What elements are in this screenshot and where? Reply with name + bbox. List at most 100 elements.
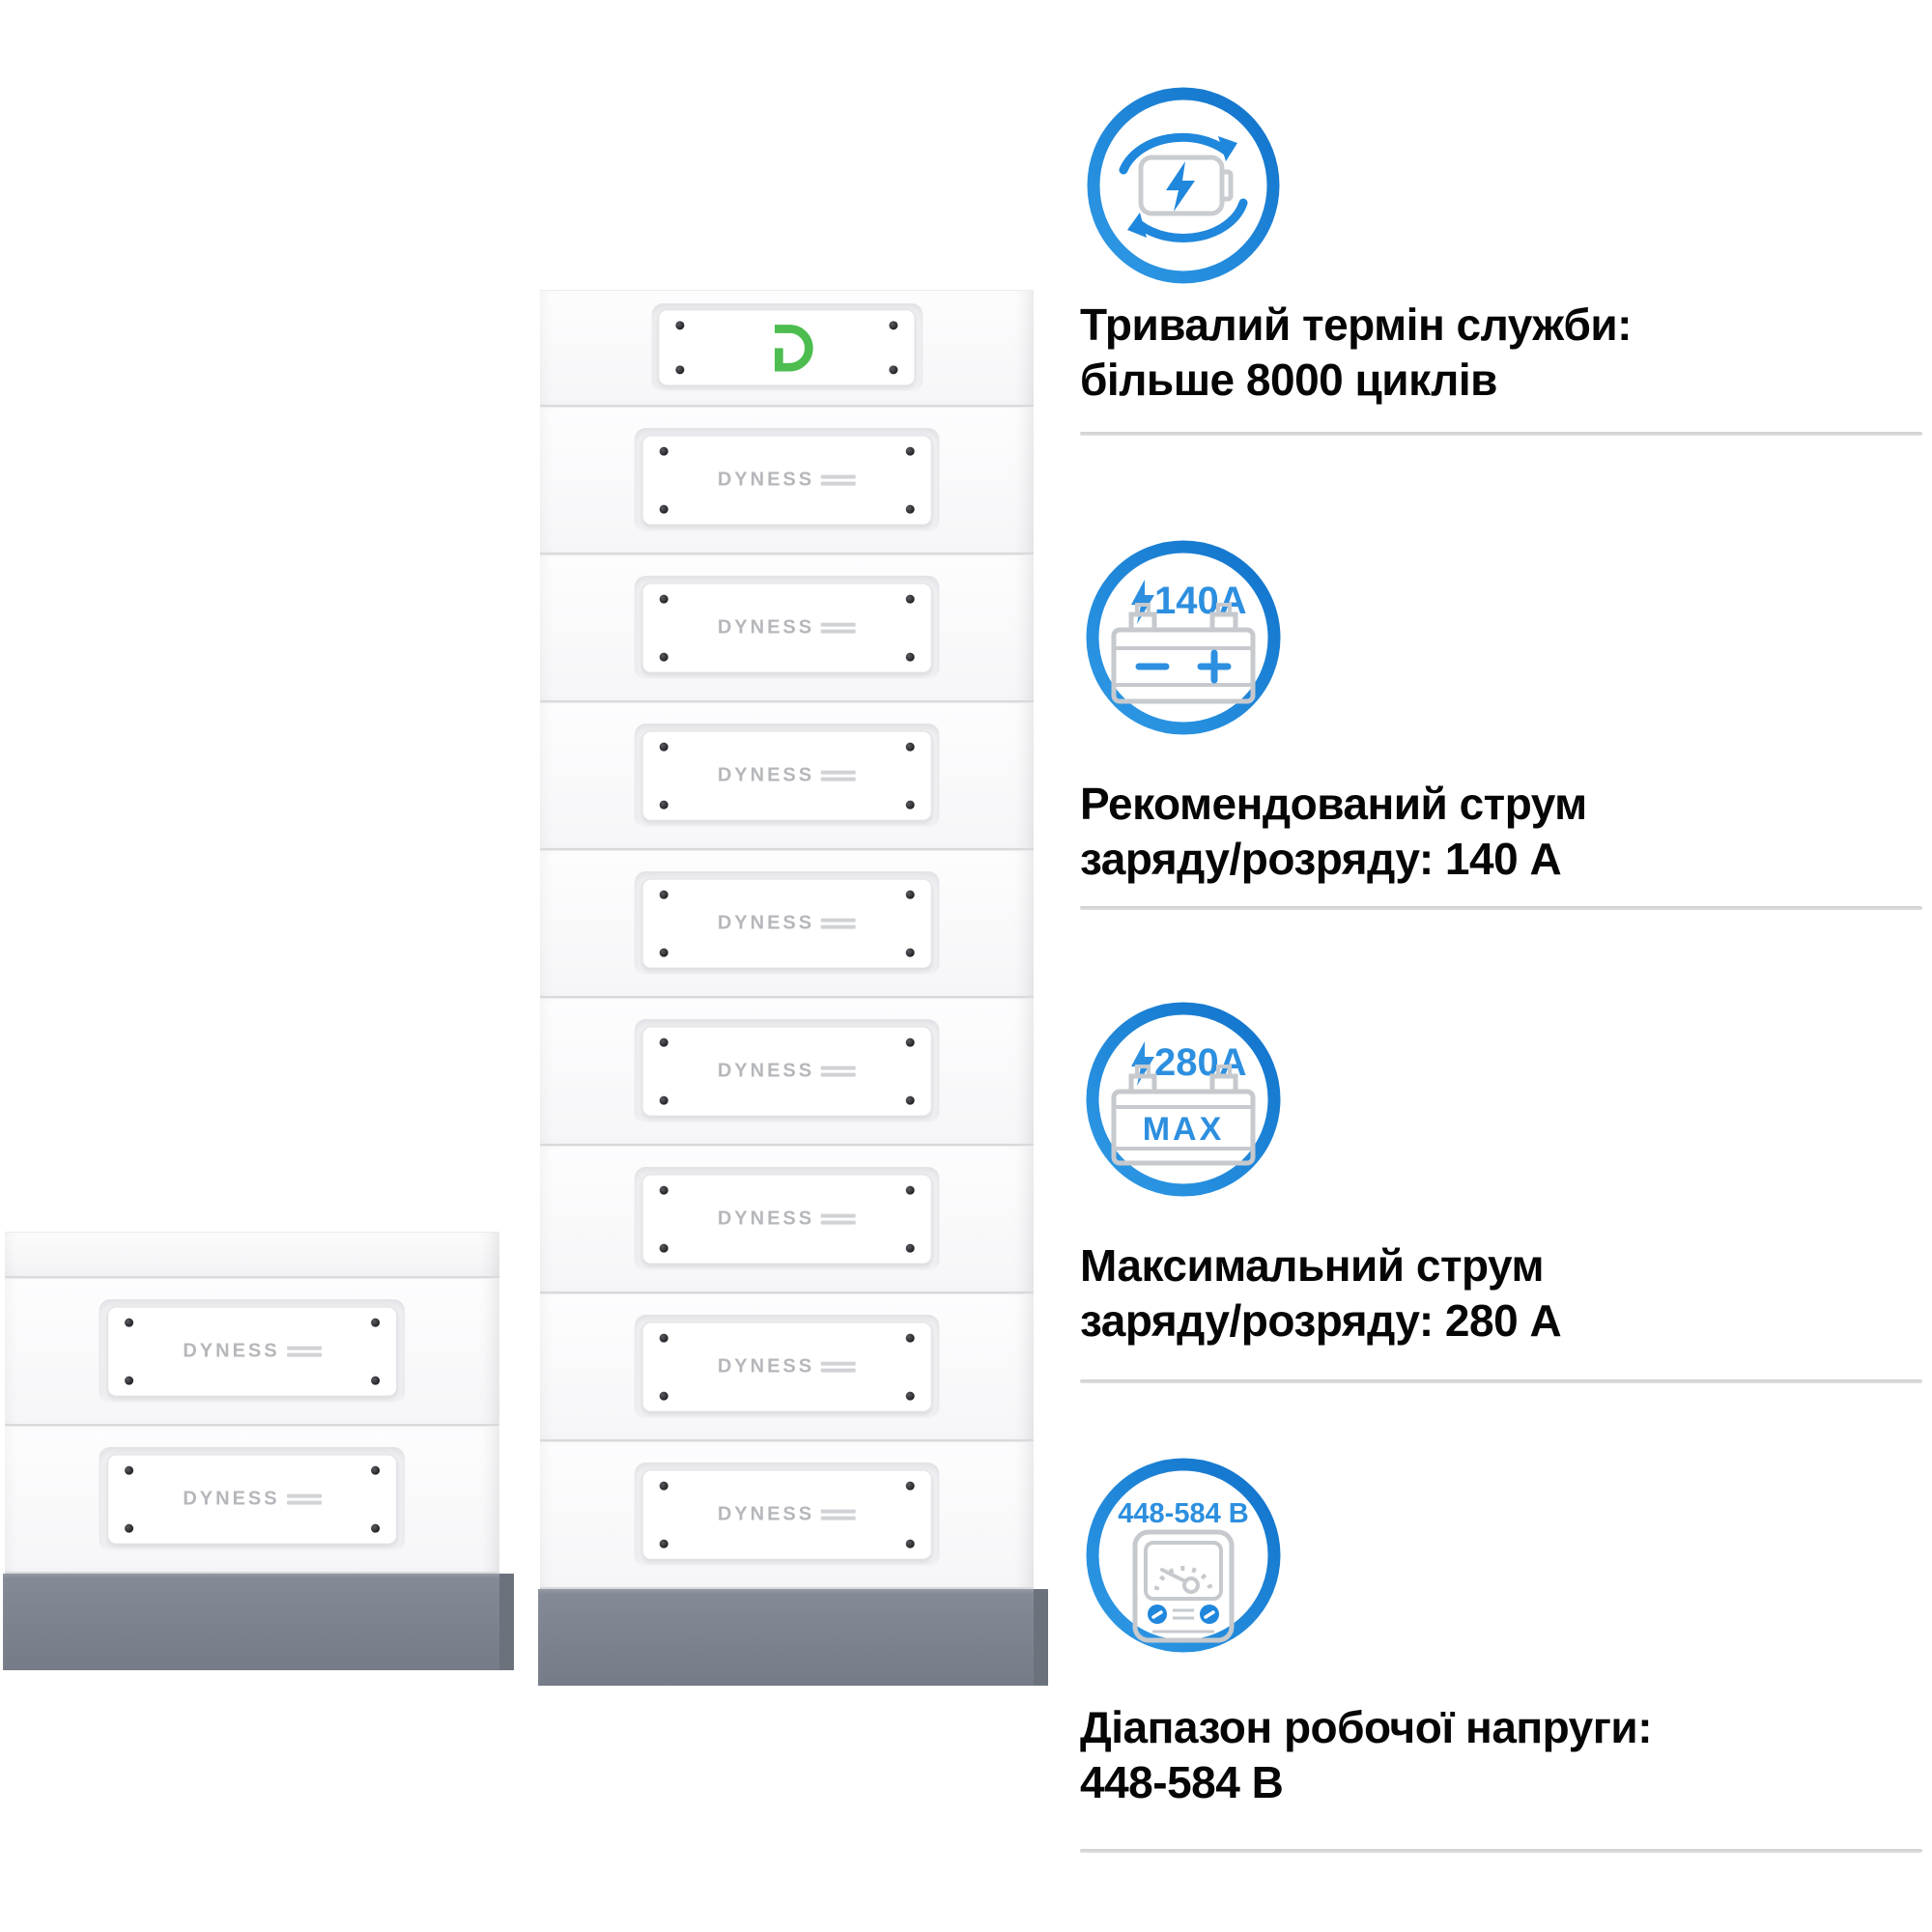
screw-icon <box>659 890 668 899</box>
screw-icon <box>905 446 915 456</box>
module-panel: DYNESS <box>641 1469 932 1560</box>
brand-subtext-lines <box>286 1493 322 1505</box>
feature-title: Максимальний струм заряду/розряду: 280 А <box>1080 1238 1930 1349</box>
stack-base <box>538 1589 1048 1686</box>
module-recess: DYNESS <box>634 871 940 976</box>
module-recess: DYNESS <box>634 1019 940 1123</box>
screw-icon <box>675 321 685 330</box>
battery-module: DYNESS <box>540 1441 1034 1589</box>
section-divider <box>1080 1849 1922 1853</box>
brand-subtext-lines <box>821 1065 857 1077</box>
battery-cycle-icon <box>1085 85 1282 291</box>
brand-wordmark: DYNESS <box>717 469 815 491</box>
screw-icon <box>371 1465 381 1475</box>
module-panel: DYNESS <box>106 1454 398 1545</box>
feature-title-line: заряду/розряду: 280 А <box>1080 1295 1562 1346</box>
control-module <box>540 290 1034 407</box>
feature-title-line: Рекомендований струм <box>1080 779 1587 829</box>
feature-title-line: 448-584 В <box>1080 1757 1284 1807</box>
battery-charge-current-icon: 140A <box>1085 539 1282 741</box>
screw-icon <box>905 594 915 604</box>
module-panel: DYNESS <box>641 1174 932 1264</box>
screw-icon <box>659 1037 668 1047</box>
battery-max-current-icon: 280A MAX <box>1085 1001 1282 1203</box>
battery-module: DYNESS <box>540 407 1034 554</box>
screw-icon <box>659 742 668 752</box>
battery-module: DYNESS <box>540 1293 1034 1441</box>
battery-module: DYNESS <box>540 850 1034 998</box>
screw-icon <box>659 504 668 514</box>
screw-icon <box>124 1376 133 1385</box>
brand-subtext-lines <box>821 918 857 929</box>
screw-icon <box>371 1523 381 1533</box>
screw-icon <box>659 948 668 957</box>
screw-icon <box>124 1523 133 1533</box>
section-divider <box>1080 906 1922 910</box>
battery-stack-tall: DYNESS DYNESS DYNESS DYNESS DYNESS <box>538 290 1048 1686</box>
screw-icon <box>659 446 668 456</box>
battery-module: DYNESS <box>540 702 1034 850</box>
module-panel: DYNESS <box>641 582 932 673</box>
screw-icon <box>905 1539 915 1548</box>
battery-module: DYNESS <box>540 1146 1034 1293</box>
logo-panel <box>658 309 916 386</box>
screw-icon <box>659 1391 668 1401</box>
feature-title: Діапазон робочої напруги: 448-584 В <box>1080 1700 1930 1810</box>
screw-icon <box>659 594 668 604</box>
brand-wordmark: DYNESS <box>717 1060 815 1082</box>
feature-title: Рекомендований струм заряду/розряду: 140… <box>1080 777 1930 887</box>
battery-stack-top-lid <box>5 1232 499 1278</box>
screw-icon <box>371 1376 381 1385</box>
battery-module: DYNESS <box>540 554 1034 702</box>
screw-icon <box>905 890 915 899</box>
screw-icon <box>905 1333 915 1343</box>
brand-subtext-lines <box>821 1361 857 1373</box>
screw-icon <box>659 1481 668 1491</box>
feature-title-line: Тривалий термін служби: <box>1080 299 1632 350</box>
stack-base <box>3 1574 514 1670</box>
screw-icon <box>659 800 668 810</box>
battery-module: DYNESS <box>540 998 1034 1146</box>
screw-icon <box>905 504 915 514</box>
screw-icon <box>889 321 898 330</box>
feature-title-line: Максимальний струм <box>1080 1240 1544 1291</box>
module-recess <box>650 302 923 393</box>
brand-wordmark: DYNESS <box>717 1355 815 1378</box>
brand-subtext-lines <box>821 1213 857 1225</box>
module-panel: DYNESS <box>641 1321 932 1412</box>
battery-max-label: MAX <box>1143 1111 1225 1148</box>
screw-icon <box>659 1243 668 1253</box>
screw-icon <box>124 1465 133 1475</box>
section-divider <box>1080 1379 1922 1383</box>
brand-subtext-lines <box>821 622 857 634</box>
screw-icon <box>905 948 915 957</box>
brand-wordmark: DYNESS <box>717 1503 815 1525</box>
module-recess: DYNESS <box>634 724 940 828</box>
battery-module: DYNESS <box>5 1426 499 1574</box>
module-recess: DYNESS <box>634 1167 940 1271</box>
module-recess: DYNESS <box>99 1447 406 1551</box>
screw-icon <box>889 365 898 375</box>
brand-subtext-lines <box>821 474 857 486</box>
screw-icon <box>905 1095 915 1105</box>
module-recess: DYNESS <box>634 1463 940 1567</box>
screw-icon <box>905 1391 915 1401</box>
brand-subtext-lines <box>286 1346 322 1357</box>
screw-icon <box>124 1318 133 1327</box>
module-panel: DYNESS <box>641 878 932 969</box>
module-panel: DYNESS <box>641 435 932 526</box>
screw-icon <box>659 1185 668 1195</box>
brand-wordmark: DYNESS <box>717 912 815 934</box>
screw-icon <box>659 652 668 662</box>
screw-icon <box>905 652 915 662</box>
screw-icon <box>905 1243 915 1253</box>
screw-icon <box>905 742 915 752</box>
screw-icon <box>905 1185 915 1195</box>
screw-icon <box>659 1539 668 1548</box>
screw-icon <box>659 1095 668 1105</box>
battery-module: DYNESS <box>5 1278 499 1426</box>
feature-title: Тривалий термін служби: більше 8000 цикл… <box>1080 298 1930 408</box>
brand-wordmark: DYNESS <box>183 1340 280 1362</box>
battery-stack-small: DYNESS DYNESS <box>3 1232 514 1670</box>
